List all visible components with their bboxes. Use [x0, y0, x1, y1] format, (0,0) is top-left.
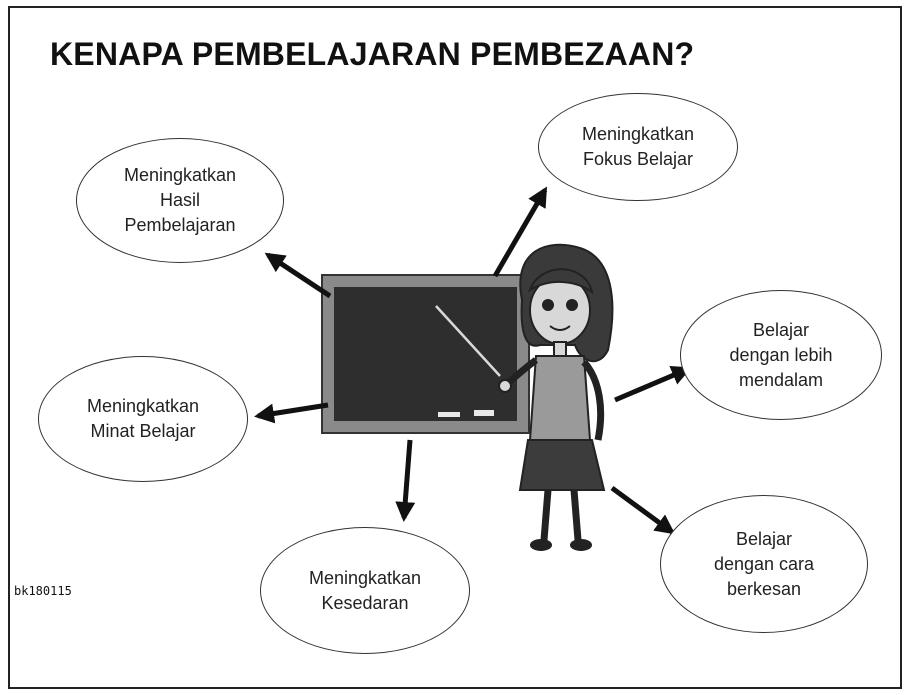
arrow-to-berkesan: [610, 485, 676, 535]
arrow-to-hasil: [264, 252, 332, 299]
slide-title: KENAPA PEMBELAJARAN PEMBEZAAN?: [50, 36, 695, 72]
bubble-kesedaran: Meningkatkan Kesedaran: [260, 527, 470, 654]
bubble-hasil-pembelajaran: Meningkatkan Hasil Pembelajaran: [76, 138, 284, 263]
slide-frame: [8, 6, 902, 689]
arrows: [254, 186, 692, 535]
arrow-to-fokus: [492, 186, 548, 278]
bubble-belajar-mendalam: Belajar dengan lebih mendalam: [680, 290, 882, 420]
bubble-hasil-label: Meningkatkan Hasil Pembelajaran: [123, 165, 237, 235]
bubble-fokus-label: Meningkatkan Fokus Belajar: [581, 124, 695, 169]
arrow-to-kesedaran: [395, 439, 416, 522]
chalkboard-icon: [321, 274, 530, 434]
bubble-cara-berkesan: Belajar dengan cara berkesan: [660, 495, 868, 633]
arrow-to-minat: [254, 402, 329, 424]
bubble-kesedaran-label: Meningkatkan Kesedaran: [308, 567, 422, 613]
bubble-berkesan-label: Belajar dengan cara berkesan: [713, 528, 815, 599]
teacher-icon: [498, 243, 614, 551]
slide-code: bk180115: [14, 584, 72, 598]
bubble-minat-label: Meningkatkan Minat Belajar: [86, 396, 200, 441]
bubble-fokus-belajar: Meningkatkan Fokus Belajar: [538, 93, 738, 201]
bubble-minat-belajar: Meningkatkan Minat Belajar: [38, 356, 248, 482]
arrow-to-mendalam: [614, 366, 692, 403]
bubble-mendalam-label: Belajar dengan lebih mendalam: [729, 319, 833, 390]
